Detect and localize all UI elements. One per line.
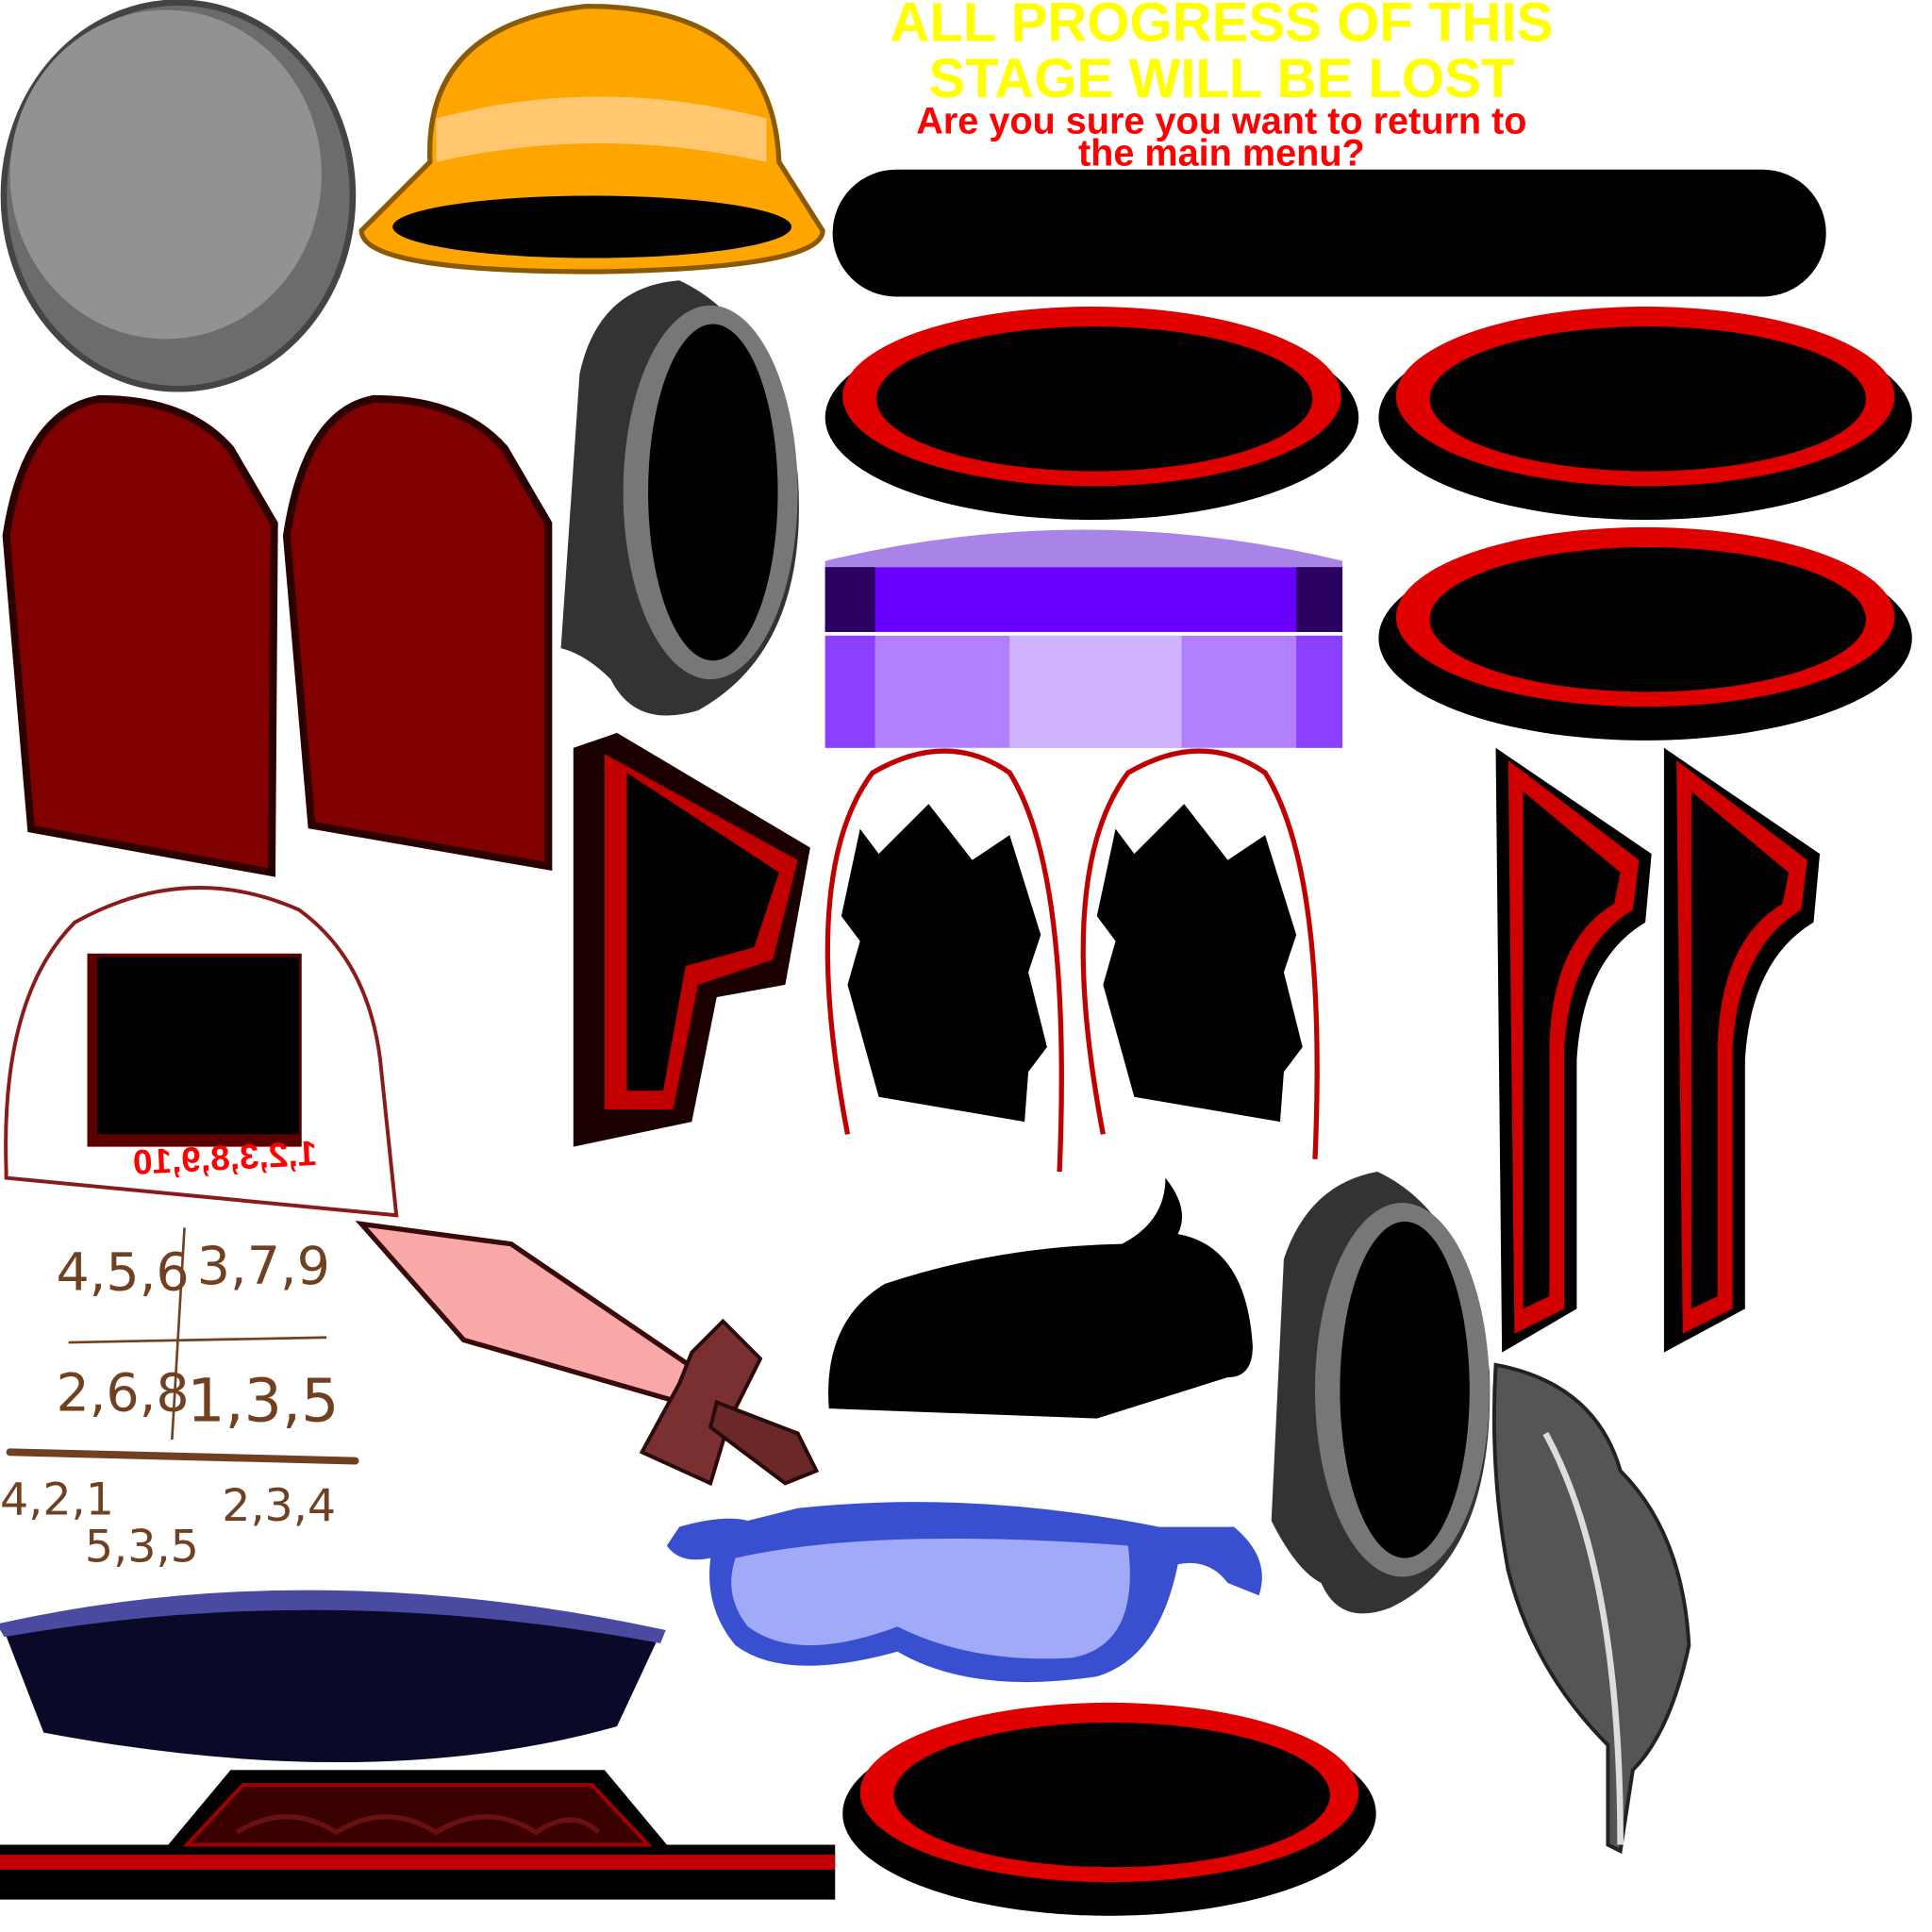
yellow-hat-sprite <box>358 3 825 275</box>
goggles-sprite <box>666 1502 1262 1683</box>
warning-title-line2: STAGE WILL BE LOST <box>928 48 1514 109</box>
grey-frame-sprite-2 <box>1271 1172 1491 1614</box>
sword-sprite <box>355 1220 820 1487</box>
ornate-banner-sprite <box>0 1770 836 1900</box>
black-bar-button-sprite <box>832 169 1826 297</box>
red-oval-button-sprites <box>824 307 1912 1916</box>
mirrored-number-label: 1,2,3,8,9,10 <box>132 1134 318 1182</box>
feather-sprite <box>1491 1362 1691 1855</box>
note-cell-3: 2,6,8 <box>56 1363 189 1424</box>
red-frame-tall-sprites <box>1495 747 1821 1353</box>
note-bottom-1: 4,2,1 <box>0 1474 114 1525</box>
window-panel-sprite: 1,2,3,8,9,10 <box>4 886 399 1218</box>
grey-orb-sprite <box>0 0 357 392</box>
note-cell-2: 3,7,9 <box>197 1236 330 1297</box>
spiky-hood-sprites <box>824 748 1320 1173</box>
note-bottom-3: 5,3,5 <box>85 1522 199 1574</box>
warning-title-line1: ALL PROGRESS OF THIS <box>890 0 1553 54</box>
dark-red-panel-sprites <box>2 394 553 877</box>
handwritten-notes: 4,5,6 3,7,9 2,6,8 1,3,5 4,2,1 2,3,4 5,3,… <box>0 1227 359 1574</box>
note-bottom-2: 2,3,4 <box>222 1480 336 1532</box>
purple-bar-sprite <box>824 529 1343 748</box>
warning-question-line2: the main menu? <box>1078 133 1365 175</box>
warning-dialog-text: ALL PROGRESS OF THIS STAGE WILL BE LOST … <box>890 0 1553 175</box>
black-blob-sprite <box>828 1177 1253 1419</box>
note-cell-4: 1,3,5 <box>187 1365 339 1435</box>
grey-frame-sprite <box>560 280 799 716</box>
note-cell-1: 4,5,6 <box>56 1242 189 1304</box>
navy-brim-sprite <box>0 1590 666 1763</box>
warning-question-line1: Are you sure you want to return to <box>916 100 1526 142</box>
red-frame-l-sprite <box>573 732 810 1147</box>
